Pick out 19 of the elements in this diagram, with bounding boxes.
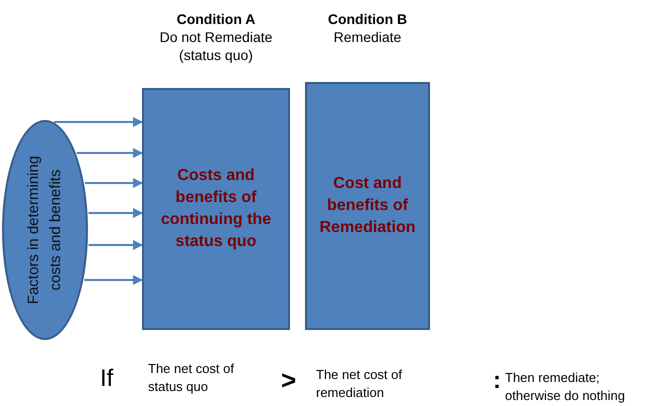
arrow	[88, 240, 143, 250]
arrow	[54, 117, 143, 127]
condition-heading: Condition A	[176, 10, 256, 28]
condition-subheading: Do not Remediate (status quo)	[158, 28, 274, 64]
ellipse-label: Factors in determining costs and benefits	[24, 154, 65, 306]
greater-than-sign: >	[281, 366, 298, 394]
colon-sign: :	[493, 368, 502, 394]
condition-word: If	[100, 366, 114, 392]
comparison-text: The net cost of status quo	[148, 360, 235, 396]
condition-subheading: Remediate	[332, 28, 402, 46]
comparison-text: The net cost of remediation	[316, 366, 403, 402]
arrow	[84, 275, 143, 285]
box-text: Costs and benefits of continuing the status quo	[160, 166, 272, 252]
arrow	[76, 148, 143, 158]
arrow	[84, 178, 143, 188]
condition-heading: Condition B	[326, 10, 408, 28]
arrow	[88, 208, 143, 218]
conclusion-text: Then remediate; otherwise do nothing	[505, 369, 626, 405]
box-text: Cost and benefits of Remediation	[318, 174, 416, 238]
